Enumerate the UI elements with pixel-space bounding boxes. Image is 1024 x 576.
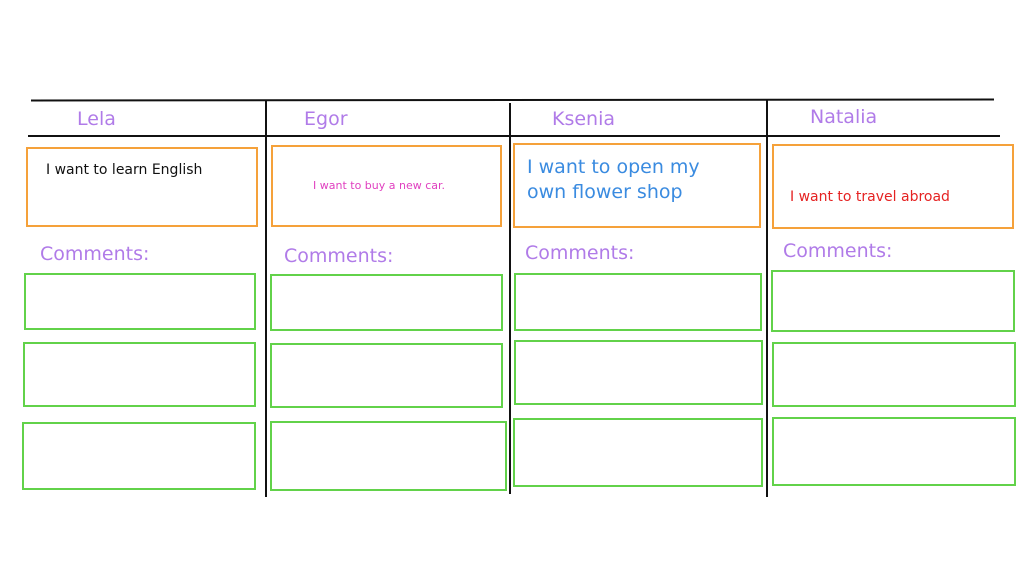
goal-text-lela: I want to learn English — [46, 162, 203, 178]
column-name-ksenia: Ksenia — [552, 108, 616, 130]
comment-box-lela-1[interactable] — [24, 273, 256, 330]
comment-box-egor-2[interactable] — [270, 343, 503, 408]
comments-label-lela: Comments: — [40, 243, 150, 265]
comment-box-lela-2[interactable] — [23, 342, 256, 407]
comment-box-natalia-2[interactable] — [772, 342, 1016, 407]
comment-box-ksenia-3[interactable] — [513, 418, 763, 487]
column-divider-1 — [265, 101, 267, 497]
comment-box-ksenia-2[interactable] — [514, 340, 763, 405]
goal-text-ksenia-line2: own flower shop — [527, 181, 683, 203]
goal-card-lela[interactable]: I want to learn English — [26, 147, 258, 227]
comment-box-natalia-3[interactable] — [772, 417, 1016, 486]
header-divider-line — [28, 135, 1000, 137]
goal-card-egor[interactable]: I want to buy a new car. — [271, 145, 502, 227]
goal-text-natalia: I want to travel abroad — [790, 189, 950, 205]
comments-label-egor: Comments: — [284, 245, 394, 267]
column-divider-2 — [509, 103, 511, 494]
goal-card-natalia[interactable]: I want to travel abroad — [772, 144, 1014, 229]
goal-text-egor: I want to buy a new car. — [313, 179, 446, 192]
column-name-lela: Lela — [77, 108, 116, 130]
goal-card-ksenia[interactable]: I want to open my own flower shop — [513, 143, 761, 228]
top-border-line — [30, 98, 995, 102]
column-divider-3 — [766, 99, 768, 497]
comment-box-natalia-1[interactable] — [771, 270, 1015, 332]
comment-box-egor-1[interactable] — [270, 274, 503, 331]
column-name-egor: Egor — [304, 108, 348, 130]
comment-box-ksenia-1[interactable] — [514, 273, 762, 331]
goal-text-ksenia-line1: I want to open my — [527, 156, 700, 178]
comments-label-natalia: Comments: — [783, 240, 893, 262]
comment-box-egor-3[interactable] — [270, 421, 507, 491]
comment-box-lela-3[interactable] — [22, 422, 256, 490]
comments-label-ksenia: Comments: — [525, 242, 635, 264]
column-name-natalia: Natalia — [810, 106, 878, 128]
